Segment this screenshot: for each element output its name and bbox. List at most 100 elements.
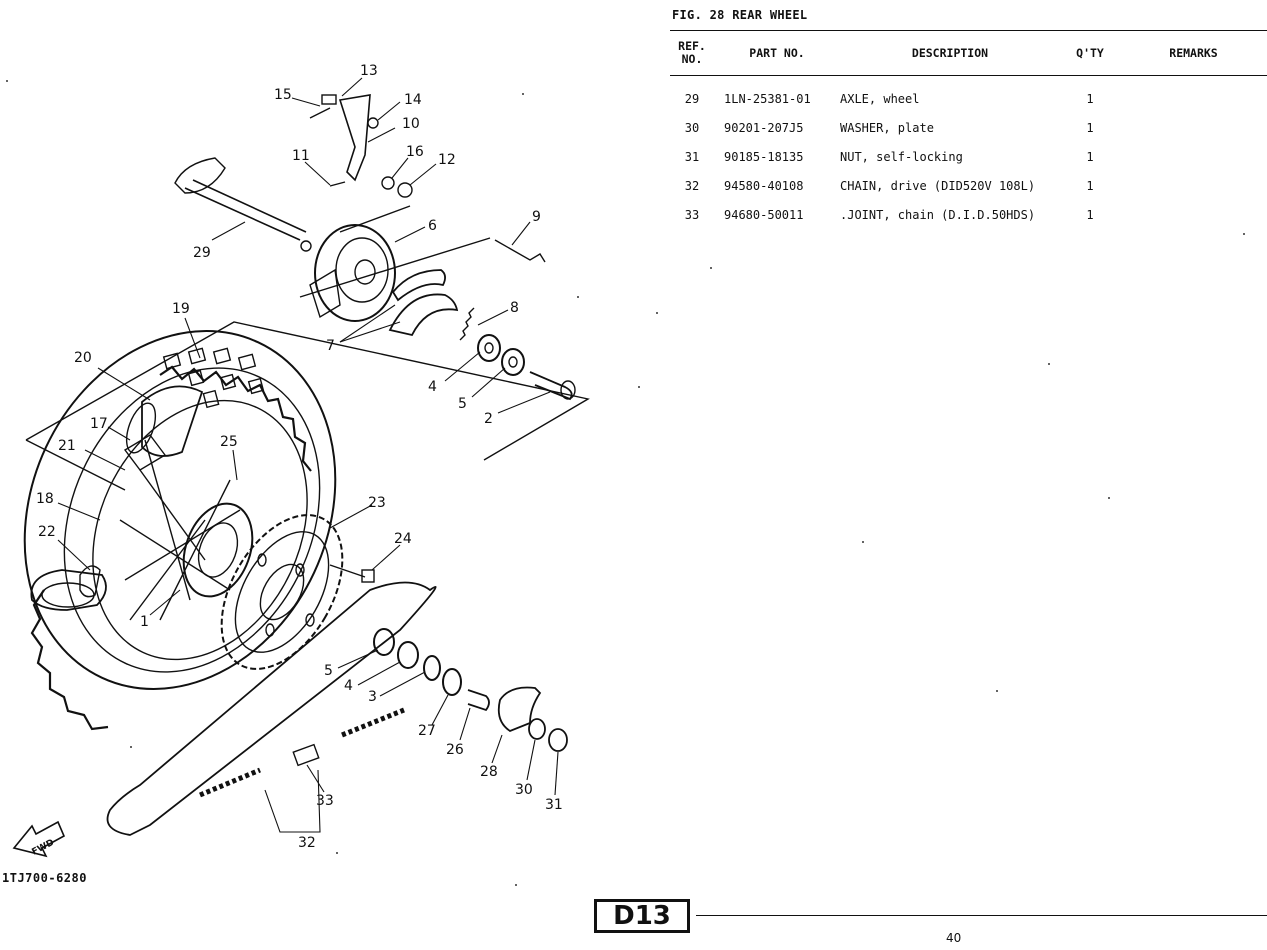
callout-5-lower: 5	[324, 663, 333, 679]
table-header-row: REF.NO. PART NO. DESCRIPTION Q'TY REMARK…	[670, 30, 1267, 76]
table-row: 33 94680-50011 .JOINT, chain (D.I.D.50HD…	[670, 200, 1267, 229]
callout-10: 10	[402, 116, 420, 132]
brake-shoe	[388, 293, 459, 337]
fwd-arrow-icon: FWD	[12, 820, 66, 858]
scan-speck	[577, 296, 579, 298]
callout-6: 6	[428, 218, 437, 234]
callout-18: 18	[36, 491, 54, 507]
scan-speck	[638, 386, 640, 388]
sprocket-bolt	[329, 564, 366, 578]
callout-9: 9	[532, 209, 541, 225]
axle	[174, 157, 312, 252]
chain-segment	[199, 767, 261, 798]
spacer-collar	[529, 371, 573, 401]
self-locking-nut	[548, 728, 568, 752]
header-remarks: REMARKS	[1120, 30, 1267, 76]
callout-20: 20	[74, 350, 92, 366]
scan-speck	[522, 93, 524, 95]
brake-camshaft	[494, 239, 546, 263]
collar	[467, 689, 490, 712]
rim-lock	[79, 565, 101, 598]
callout-32: 32	[298, 835, 316, 851]
inner-tube	[125, 385, 204, 457]
scan-speck	[336, 852, 338, 854]
scan-speck	[1048, 363, 1050, 365]
brake-arm	[309, 94, 413, 198]
cell-ref: 30	[684, 120, 700, 135]
cell-qty: 1	[1086, 120, 1094, 135]
chain-segment	[341, 707, 405, 738]
brake-shoe-plate	[309, 224, 396, 322]
callout-3: 3	[368, 689, 377, 705]
cell-ref: 33	[684, 207, 700, 222]
scan-speck	[862, 541, 864, 543]
scan-speck	[130, 746, 132, 748]
cell-remarks	[1120, 113, 1267, 142]
bearing-bore	[484, 342, 494, 354]
callout-25: 25	[220, 434, 238, 450]
bearing	[501, 348, 525, 376]
scan-speck	[656, 312, 658, 314]
cell-description: CHAIN, drive (DID520V 108L)	[840, 178, 1036, 193]
scan-speck	[996, 690, 998, 692]
callout-1: 1	[140, 614, 149, 630]
circlip	[442, 668, 462, 696]
cell-description: AXLE, wheel	[840, 91, 920, 106]
callout-2: 2	[484, 411, 493, 427]
cell-description: NUT, self-locking	[840, 149, 963, 164]
callout-11: 11	[292, 148, 310, 164]
cell-description: .JOINT, chain (D.I.D.50HDS)	[840, 207, 1036, 222]
cell-qty: 1	[1086, 91, 1094, 106]
callout-7: 7	[326, 338, 335, 354]
callout-33: 33	[316, 793, 334, 809]
parts-table: REF.NO. PART NO. DESCRIPTION Q'TY REMARK…	[670, 30, 1267, 229]
cell-part-no: 90201-207J5	[724, 120, 804, 135]
cell-remarks	[1120, 142, 1267, 171]
scan-speck	[710, 267, 712, 269]
cell-remarks	[1120, 171, 1267, 200]
cell-qty: 1	[1086, 149, 1094, 164]
rim-band	[123, 434, 167, 471]
cell-remarks	[1120, 76, 1267, 114]
cell-description: WASHER, plate	[840, 120, 934, 135]
callout-27: 27	[418, 723, 436, 739]
cell-remarks	[1120, 200, 1267, 229]
cell-ref: 32	[684, 178, 700, 193]
scan-speck	[1243, 233, 1245, 235]
exploded-outline-box	[25, 321, 590, 461]
section-badge: D13	[594, 899, 690, 933]
callout-13: 13	[360, 63, 378, 79]
table-row: 30 90201-207J5 WASHER, plate 1	[670, 113, 1267, 142]
callout-28: 28	[480, 764, 498, 780]
callout-5-upper: 5	[458, 396, 467, 412]
cell-ref: 29	[684, 91, 700, 106]
cell-part-no: 94680-50011	[724, 207, 804, 222]
brake-shoe	[391, 269, 446, 302]
callout-26: 26	[446, 742, 464, 758]
tire-section	[30, 569, 107, 611]
footer-rule	[696, 915, 1267, 916]
header-ref-no: REF.NO.	[670, 30, 714, 76]
callout-24: 24	[394, 531, 412, 547]
callout-16: 16	[406, 144, 424, 160]
cell-ref: 31	[684, 149, 700, 164]
callout-21: 21	[58, 438, 76, 454]
page-number: 40	[946, 931, 962, 945]
callout-29: 29	[193, 245, 211, 261]
table-row: 32 94580-40108 CHAIN, drive (DID520V 108…	[670, 171, 1267, 200]
table-row: 29 1LN-25381-01 AXLE, wheel 1	[670, 76, 1267, 114]
callout-19: 19	[172, 301, 190, 317]
rear-tire	[23, 330, 337, 731]
header-qty: Q'TY	[1060, 30, 1120, 76]
bearing	[373, 628, 395, 656]
bearing-bore	[508, 356, 518, 368]
brake-spring	[459, 307, 475, 341]
callout-22: 22	[38, 524, 56, 540]
callout-12: 12	[438, 152, 456, 168]
brake-group-bracket	[339, 205, 411, 233]
header-description: DESCRIPTION	[840, 30, 1060, 76]
spacer-collar-end	[560, 380, 576, 400]
chain-puller	[497, 686, 542, 733]
exploded-outline-edge	[25, 439, 126, 491]
cell-qty: 1	[1086, 207, 1094, 222]
